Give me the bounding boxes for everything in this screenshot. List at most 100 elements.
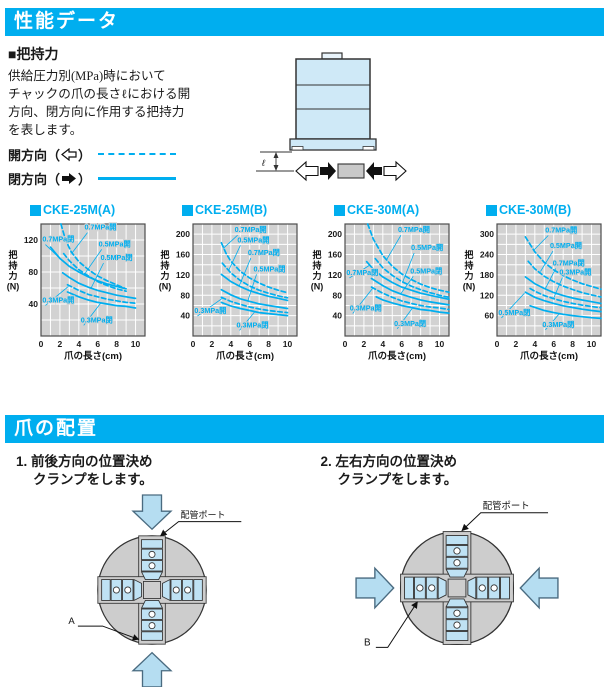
section-header-performance-title: 性能データ xyxy=(14,11,119,32)
series-label: 0.3MPa開 xyxy=(194,306,226,315)
label-a: A xyxy=(69,617,76,628)
close-direction-solid-line xyxy=(98,177,176,180)
x-tick: 2 xyxy=(210,339,215,349)
y-axis-label-char: 把 xyxy=(312,249,321,260)
series-label: 0.3MPa閉 xyxy=(81,315,113,324)
paragraph-line: 供給圧力別(MPa)時において xyxy=(8,68,240,86)
y-tick: 160 xyxy=(176,250,190,260)
x-tick: 10 xyxy=(131,339,141,349)
port-leader-line xyxy=(161,522,242,536)
paren: （ xyxy=(47,145,60,164)
x-tick: 0 xyxy=(495,339,500,349)
y-axis-label-char: 把 xyxy=(8,249,17,260)
grip-force-paragraph: 供給圧力別(MPa)時において チャックの爪の長さℓにおける開 方向、閉方向に作… xyxy=(8,68,240,140)
step-number: 2. xyxy=(321,454,332,469)
y-axis-label-char: 力 xyxy=(8,270,17,281)
chuck-body xyxy=(296,59,370,139)
series-label: 0.5MPa閉 xyxy=(498,308,530,317)
series-label: 0.7MPa開 xyxy=(235,225,267,234)
placement-step-2: 2. 左右方向の位置決め クランプをします。 配管ポート B xyxy=(305,453,609,687)
series-label: 0.3MPa開 xyxy=(559,268,591,277)
x-axis-label: 爪の長さ(cm) xyxy=(368,351,426,362)
paragraph-line: チャックの爪の長さℓにおける開 xyxy=(8,86,240,104)
series-label: 0.5MPa開 xyxy=(99,239,131,248)
y-tick: 40 xyxy=(333,311,343,321)
x-tick: 10 xyxy=(283,339,293,349)
x-tick: 6 xyxy=(551,339,556,349)
step-1-heading: 1. 前後方向の位置決め クランプをします。 xyxy=(16,453,305,489)
series-label: 0.7MPa開 xyxy=(545,225,577,234)
chart-title: CKE-30M(B) xyxy=(486,203,608,217)
y-tick: 240 xyxy=(480,250,494,260)
step-2-heading: 2. 左右方向の位置決め クランプをします。 xyxy=(321,453,609,489)
y-axis-label-char: (N) xyxy=(7,282,20,292)
x-tick: 0 xyxy=(343,339,348,349)
x-tick: 4 xyxy=(380,339,385,349)
y-axis-label-char: 持 xyxy=(8,260,17,271)
grip-force-text: ■把持力 供給圧力別(MPa)時において チャックの爪の長さℓにおける開 方向、… xyxy=(8,41,240,201)
open-left-arrow xyxy=(296,162,318,180)
y-axis-label-char: 力 xyxy=(464,270,473,281)
y-tick: 120 xyxy=(480,290,494,300)
chuck-diagram: ℓ xyxy=(256,51,408,201)
title-square-icon xyxy=(30,205,41,216)
placement-step-1: 1. 前後方向の位置決め クランプをします。 配管ポート A xyxy=(0,453,305,687)
y-axis-label-char: (N) xyxy=(463,282,476,292)
grip-force-section: ■把持力 供給圧力別(MPa)時において チャックの爪の長さℓにおける開 方向、… xyxy=(0,36,609,201)
close-right-arrow xyxy=(320,162,336,180)
x-tick: 10 xyxy=(435,339,445,349)
legend-close-direction: 閉方向（） xyxy=(8,169,240,188)
chart-title-text: CKE-30M(B) xyxy=(499,203,571,217)
x-tick: 0 xyxy=(191,339,196,349)
x-tick: 10 xyxy=(587,339,597,349)
step-text-line2: クランプをします。 xyxy=(33,471,305,489)
x-axis-label: 爪の長さ(cm) xyxy=(520,351,578,362)
series-label: 0.5MPa開 xyxy=(411,243,443,252)
section-header-jaw-placement-title: 爪の配置 xyxy=(14,418,98,439)
jaw-length-dim-label: ℓ xyxy=(261,158,265,168)
y-tick: 120 xyxy=(24,235,38,245)
x-tick: 0 xyxy=(39,339,44,349)
y-axis-label-char: 把 xyxy=(464,249,473,260)
y-axis-label-char: 力 xyxy=(160,270,169,281)
paragraph-line: を表します。 xyxy=(8,122,240,140)
chuck-face xyxy=(98,536,206,644)
clamp-arrow-down xyxy=(133,495,171,529)
chart-title: CKE-25M(A) xyxy=(30,203,152,217)
step-text-line2: クランプをします。 xyxy=(338,471,609,489)
section-header-performance: 性能データ xyxy=(5,8,604,36)
y-axis-label-char: 持 xyxy=(160,260,169,271)
series-label: 0.3MPa開 xyxy=(350,304,382,313)
x-tick: 8 xyxy=(418,339,423,349)
y-tick: 40 xyxy=(181,311,191,321)
chart-title-text: CKE-25M(A) xyxy=(43,203,115,217)
clamp-arrow-left xyxy=(520,569,558,609)
section-header-jaw-placement: 爪の配置 xyxy=(5,415,604,443)
series-label: 0.3MPa閉 xyxy=(542,320,574,329)
title-square-icon xyxy=(334,205,345,216)
x-tick: 6 xyxy=(95,339,100,349)
series-label: 0.7MPa閉 xyxy=(346,268,378,277)
open-right-arrow xyxy=(384,162,406,180)
x-tick: 2 xyxy=(58,339,63,349)
clamp-arrow-right xyxy=(356,569,394,609)
x-tick: 8 xyxy=(570,339,575,349)
step-text: 左右方向の位置決め xyxy=(336,454,458,469)
y-tick: 120 xyxy=(328,270,342,280)
label-b: B xyxy=(364,638,371,649)
hollow-left-arrow-icon xyxy=(61,148,77,161)
series-label: 0.7MPa閉 xyxy=(553,258,585,267)
series-label: 0.7MPa開 xyxy=(398,225,430,234)
series-label: 0.3MPa開 xyxy=(42,295,74,304)
y-tick: 60 xyxy=(485,311,495,321)
port-leader-line xyxy=(462,513,548,531)
chart-title: CKE-25M(B) xyxy=(182,203,304,217)
x-axis-label: 爪の長さ(cm) xyxy=(64,351,122,362)
series-label: 0.3MPa閉 xyxy=(394,319,426,328)
open-direction-dashed-line xyxy=(98,153,176,155)
paren: ） xyxy=(78,169,91,188)
y-axis-label-char: 持 xyxy=(464,260,473,271)
series-label: 0.3MPa閉 xyxy=(236,320,268,329)
y-tick: 80 xyxy=(181,290,191,300)
